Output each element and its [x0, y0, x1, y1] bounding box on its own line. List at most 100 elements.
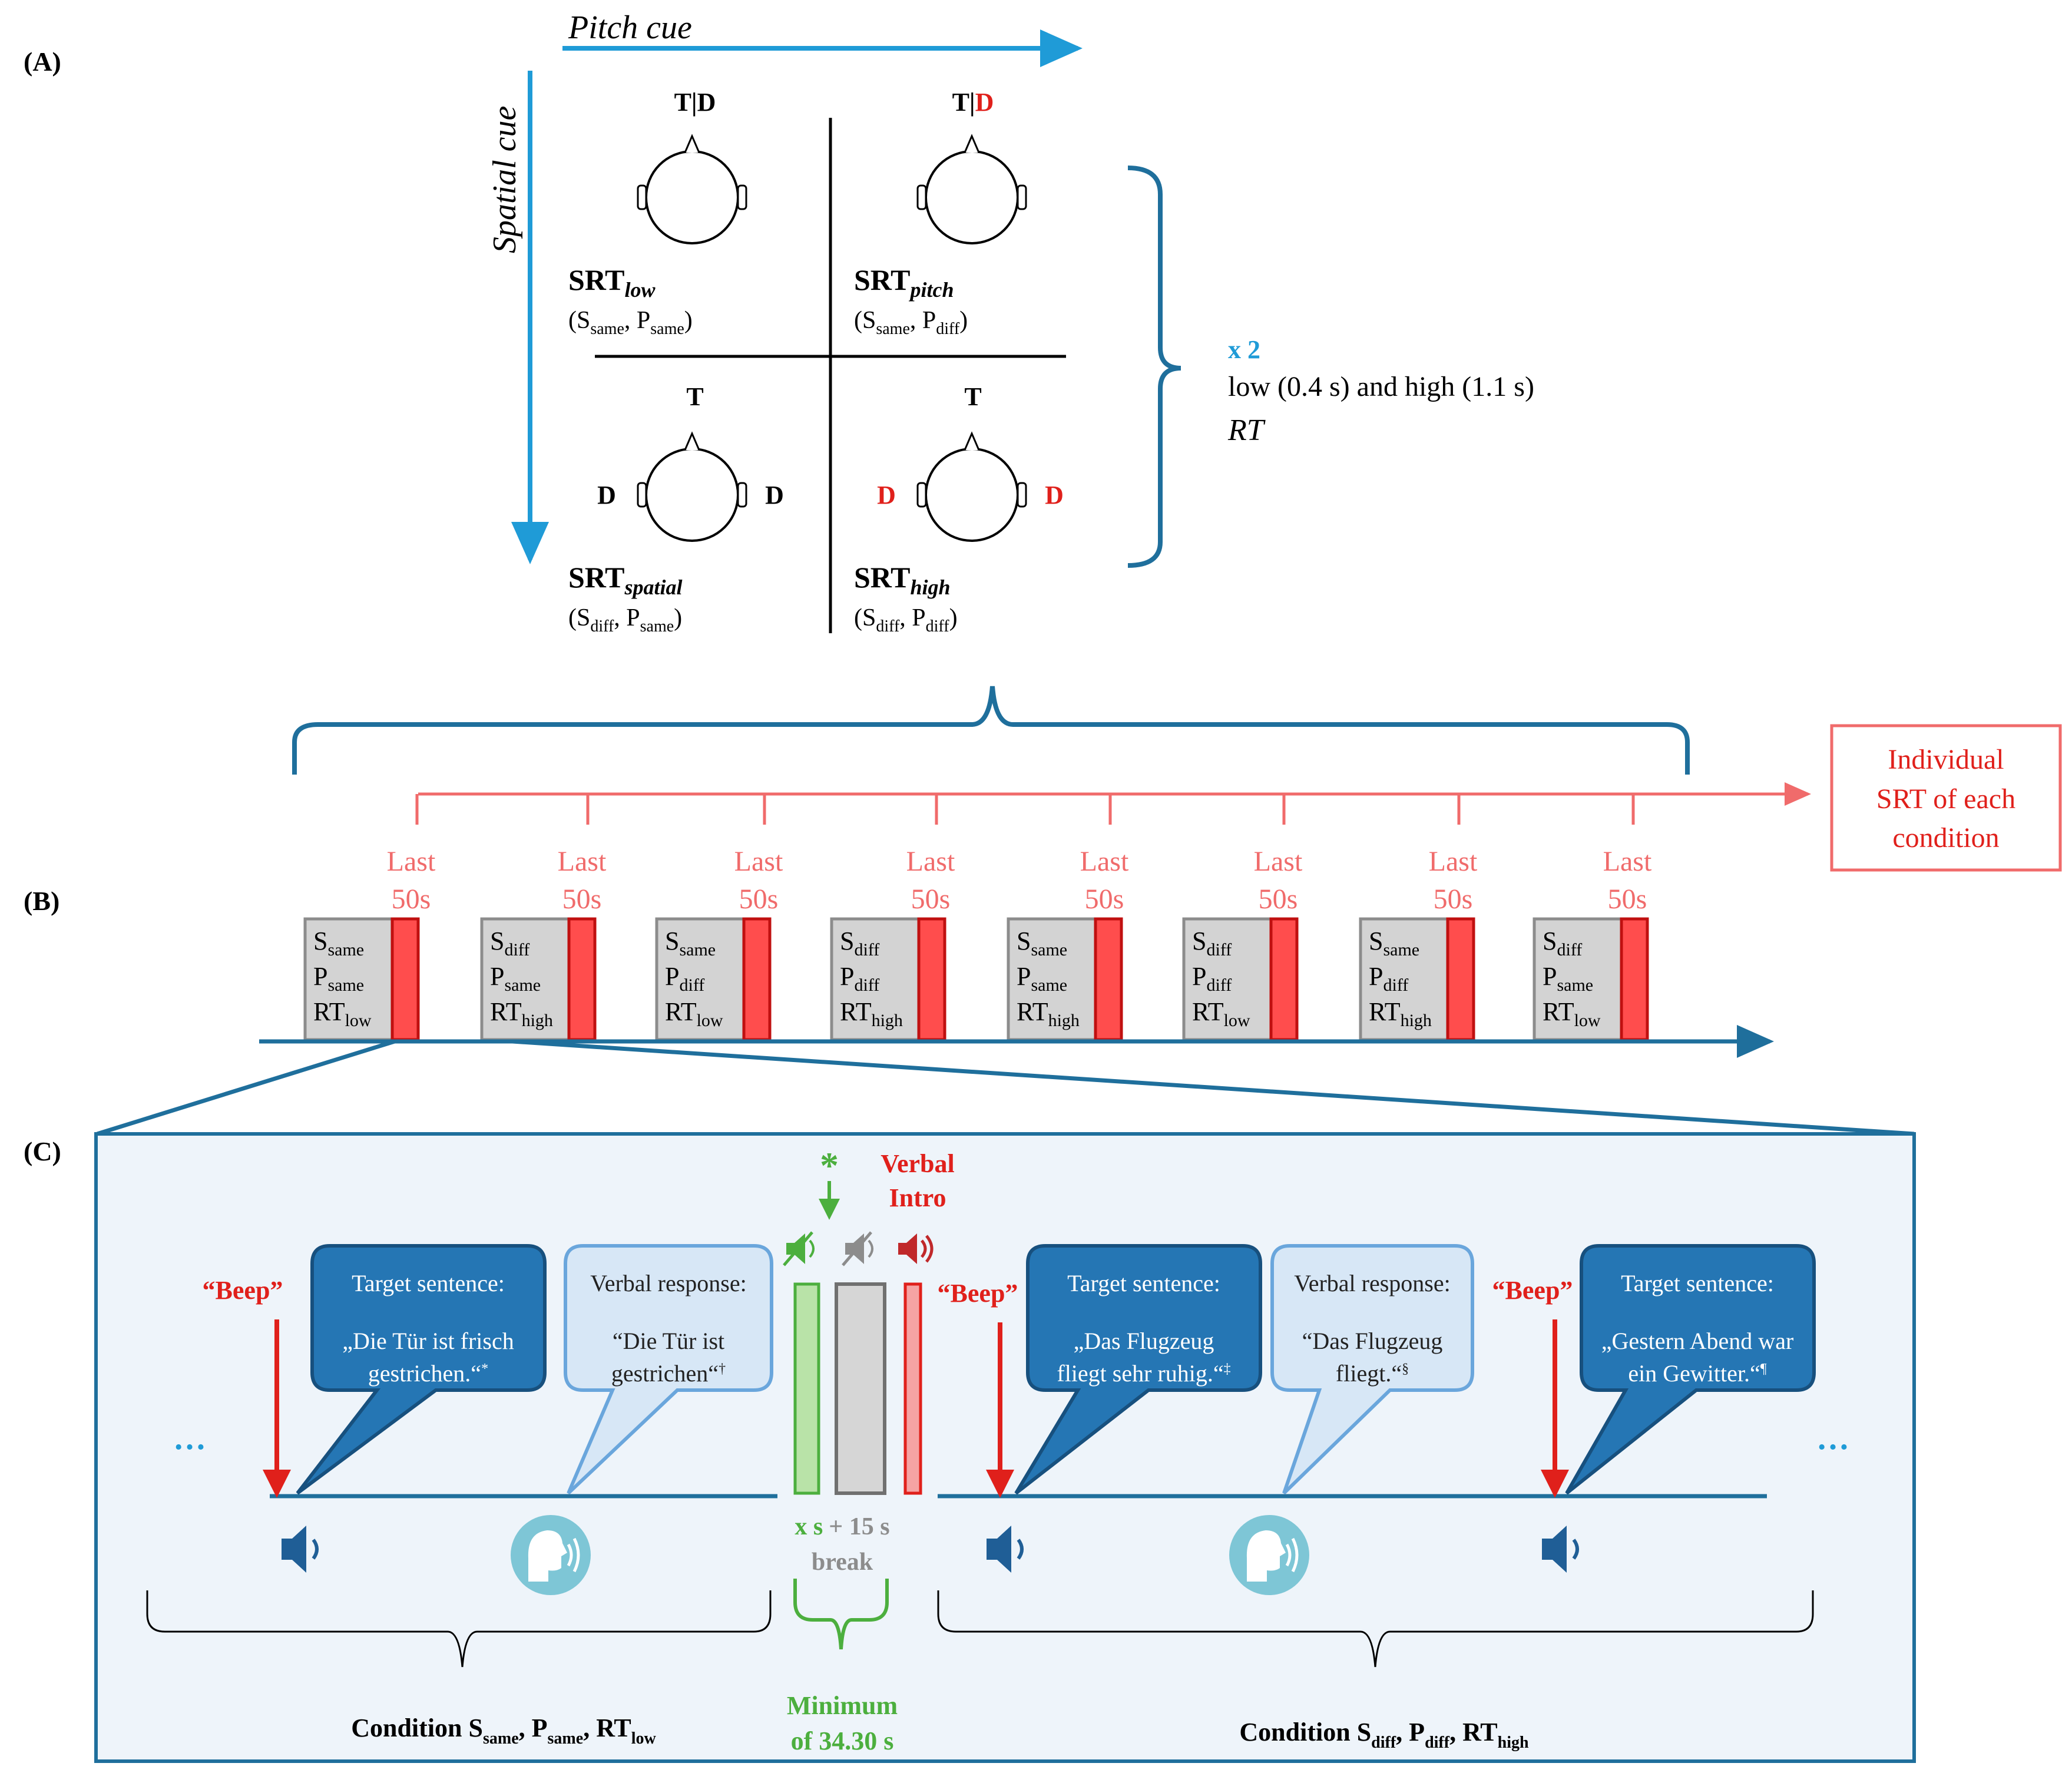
block-label: Sdiff: [1543, 927, 1582, 960]
head-icon: [916, 134, 1027, 244]
minimum-line-2: of 34.30 s: [791, 1726, 894, 1755]
condition-brace-right: [937, 1590, 1814, 1668]
block-label: Pdiff: [1369, 962, 1408, 995]
muted-speaker-icon-gray: [842, 1231, 873, 1266]
bubble-response-1: Verbal response: “Die Tür ist gestrichen…: [564, 1244, 773, 1495]
individual-srt-line-1: Individual: [1888, 744, 2004, 775]
distractor-right-label: D: [1045, 481, 1064, 510]
individual-srt-line-2: SRT of each: [1876, 783, 2015, 815]
speaking-head-icon-1: [511, 1515, 591, 1595]
last-seconds-label: 50s: [562, 884, 602, 915]
multiplier-text: x 2: [1228, 335, 1260, 364]
bubble-title: Target sentence:: [352, 1270, 505, 1296]
break-duration: x s+ 15 s: [795, 1513, 889, 1540]
speaking-head-icon-2: [1229, 1515, 1309, 1595]
last-seconds-label: 50s: [1434, 884, 1473, 915]
srt-label: SRTpitch: [854, 263, 954, 302]
panel-label-c: (C): [24, 1136, 61, 1166]
beep-label: “Beep”: [203, 1276, 283, 1305]
verbal-intro-line-1: Verbal: [881, 1149, 955, 1178]
condition-label: (Sdiff, Psame): [568, 604, 682, 636]
bubble-title: Verbal response:: [1294, 1270, 1450, 1296]
bubble-line-2: gestrichen.“*: [368, 1360, 488, 1387]
distractor-left-label: D: [877, 481, 896, 510]
bubble-title: Target sentence:: [1067, 1270, 1220, 1296]
bubble-line-2: gestrichen“†: [611, 1360, 726, 1387]
block-label: Psame: [490, 962, 541, 995]
pitch-cue-label: Pitch cue: [568, 9, 692, 46]
target-distractor-label: T|D: [674, 88, 716, 117]
bubble-line-2: fliegt.“§: [1336, 1360, 1409, 1387]
last-label: Last: [734, 846, 783, 877]
srt-label: SRTlow: [568, 263, 656, 302]
bubble-line-1: „Das Flugzeug: [1074, 1328, 1214, 1354]
bubble-title: Verbal response:: [590, 1270, 746, 1296]
ellipsis-left: …: [173, 1420, 206, 1457]
beep-marker-2: “Beep”: [938, 1279, 1018, 1498]
condition-label: (Ssame, Psame): [568, 307, 693, 338]
muted-speaker-icon-green: [783, 1231, 815, 1266]
bubble-target-3: Target sentence: „Gestern Abend war ein …: [1565, 1244, 1816, 1495]
block-label: Sdiff: [840, 927, 879, 960]
target-distractor-label: T: [686, 382, 703, 411]
bubble-target-2: Target sentence: „Das Flugzeug fliegt se…: [1014, 1244, 1262, 1495]
panel-c-frame: [94, 1132, 1916, 1763]
block-label: RThigh: [490, 997, 553, 1030]
distractor-right-label: D: [765, 481, 784, 510]
individual-srt-box: [1830, 724, 2062, 872]
block-label: Pdiff: [1192, 962, 1232, 995]
right-brace: [1127, 166, 1181, 568]
zoom-line-left: [96, 1039, 396, 1136]
srt-label: SRThigh: [854, 561, 951, 599]
block-label: Pdiff: [665, 962, 704, 995]
rt-range-text: low (0.4 s) and high (1.1 s): [1228, 371, 1534, 402]
block-label: RTlow: [1543, 997, 1601, 1030]
verbal-intro-line-2: Intro: [889, 1183, 946, 1212]
break-bar-green: [793, 1282, 820, 1495]
bubble-line-1: „Die Tür ist frisch: [342, 1328, 514, 1354]
block-label: RThigh: [1369, 997, 1432, 1030]
condition-left-label: Condition Ssame, Psame, RTlow: [351, 1714, 656, 1748]
minimum-line-1: Minimum: [787, 1691, 898, 1720]
head-icon: [916, 431, 1027, 542]
block-label: Ssame: [1369, 927, 1419, 960]
block-sequence: SsamePsameRTlowLast50sSdiffPsameRThighLa…: [303, 794, 1652, 1041]
block-label: RTlow: [1192, 997, 1250, 1030]
break-word: break: [812, 1549, 873, 1576]
individual-srt-line-3: condition: [1892, 822, 1999, 854]
block-label: Psame: [1543, 962, 1593, 995]
speaker-icon-3: [1542, 1526, 1579, 1573]
break-bar-red: [903, 1282, 922, 1495]
target-distractor-label: T|D: [952, 88, 994, 117]
panel-label-a: (A): [24, 47, 61, 77]
last-label: Last: [1254, 846, 1303, 877]
condition-label: (Sdiff, Pdiff): [854, 604, 958, 636]
panel-label-b: (B): [24, 886, 59, 916]
bubble-line-2: fliegt sehr ruhig.“‡: [1057, 1360, 1230, 1387]
break-asterisk: *: [820, 1144, 839, 1186]
block-label: Ssame: [1017, 927, 1067, 960]
spatial-cue-label: Spatial cue: [486, 106, 523, 253]
last-label: Last: [906, 846, 955, 877]
rt-label: RT: [1227, 414, 1266, 447]
minimum-brace: [793, 1579, 889, 1650]
last-seconds-label: 50s: [739, 884, 779, 915]
last-seconds-label: 50s: [392, 884, 431, 915]
head-icon: [637, 431, 747, 542]
sequence-brace: [292, 686, 1690, 775]
block-label: Psame: [313, 962, 364, 995]
beep-marker-3: “Beep”: [1492, 1276, 1573, 1498]
ellipsis-right: …: [1816, 1420, 1849, 1457]
bubble-target-1: Target sentence: „Die Tür ist frisch ges…: [296, 1244, 547, 1495]
target-distractor-label: T: [964, 382, 981, 411]
last-seconds-label: 50s: [911, 884, 951, 915]
bubble-line-2: ein Gewitter.“¶: [1628, 1360, 1766, 1387]
last-seconds-label: 50s: [1259, 884, 1298, 915]
bubble-line-1: „Gestern Abend war: [1601, 1328, 1794, 1354]
